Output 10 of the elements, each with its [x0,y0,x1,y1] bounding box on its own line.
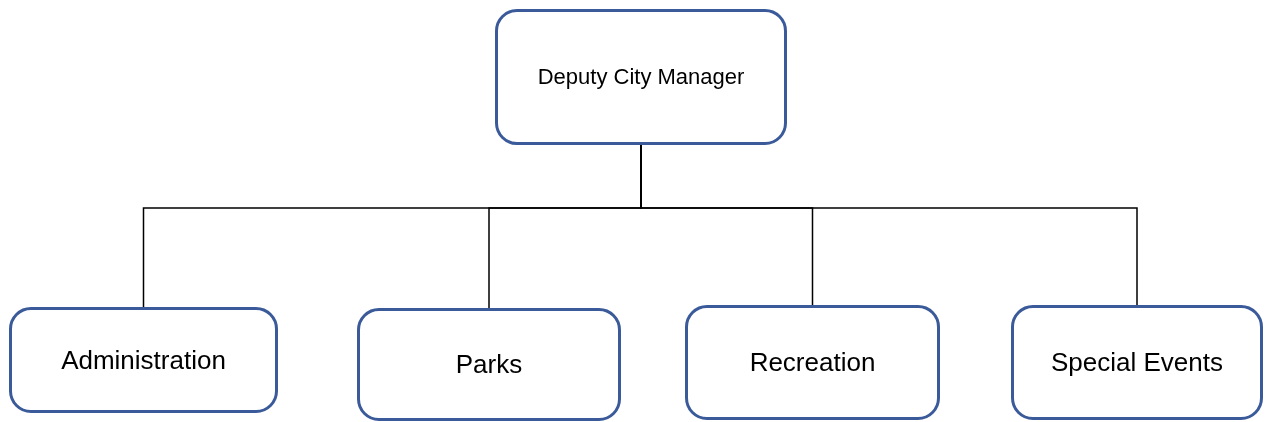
org-box [495,9,787,145]
box-label: Special Events [1051,346,1223,379]
box-label: Recreation [749,346,876,379]
org-box [357,308,621,421]
box-label: Deputy City Manager [537,63,745,91]
org-box [685,305,940,420]
org-box [9,307,278,413]
box-label: Parks [455,348,523,381]
org-box [1011,305,1263,420]
box-label: Administration [61,343,226,377]
